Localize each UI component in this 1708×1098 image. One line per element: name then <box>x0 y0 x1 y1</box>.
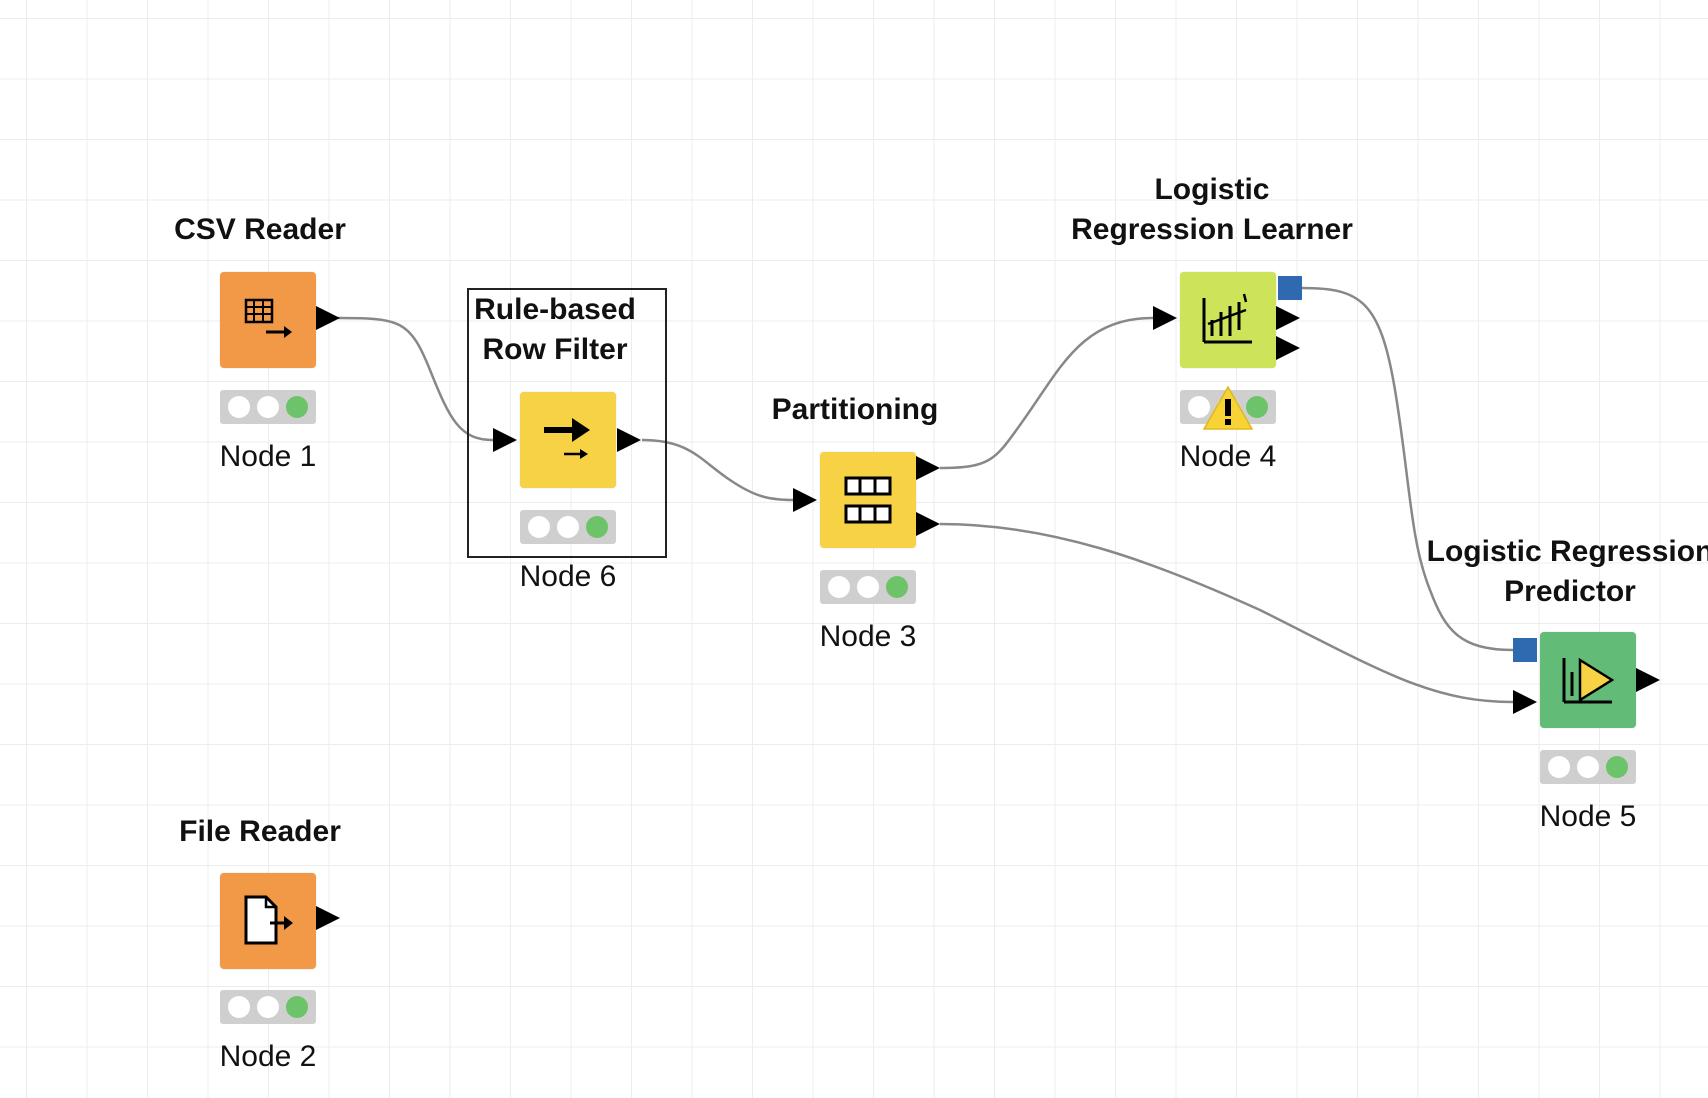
input-port[interactable] <box>1153 306 1177 330</box>
connection-node3-node5[interactable] <box>939 522 1514 704</box>
warning-icon[interactable] <box>1202 384 1254 432</box>
node-title-line: Row Filter <box>482 333 628 366</box>
input-port[interactable] <box>793 488 817 512</box>
node-title: Partitioning <box>772 390 939 430</box>
partition-grid-icon <box>844 476 892 524</box>
light-off <box>228 996 250 1018</box>
model-output-port[interactable] <box>1278 276 1302 300</box>
lr-predictor-box[interactable] <box>1540 632 1636 728</box>
node-title: CSV Reader <box>174 210 346 250</box>
light-off <box>228 396 250 418</box>
rule-filter-box[interactable] <box>520 392 616 488</box>
light-green <box>1246 396 1268 418</box>
data-input-port[interactable] <box>1513 690 1537 714</box>
light-green <box>286 396 308 418</box>
output-port-statistics[interactable] <box>1276 336 1300 360</box>
output-port-bottom[interactable] <box>916 512 940 536</box>
connection-node6-node3[interactable] <box>641 438 794 502</box>
output-port[interactable] <box>617 428 641 452</box>
light-off <box>257 396 279 418</box>
node-label[interactable]: Node 4 <box>1179 440 1277 473</box>
input-port[interactable] <box>493 428 517 452</box>
status-traffic-light <box>820 570 916 604</box>
learner-chart-icon <box>1202 293 1252 344</box>
output-port[interactable] <box>316 306 340 330</box>
light-green <box>286 996 308 1018</box>
light-off <box>1577 756 1599 778</box>
light-green <box>586 516 608 538</box>
light-off <box>528 516 550 538</box>
node-title-line: Logistic <box>1154 173 1270 206</box>
table-arrow-icon <box>244 298 292 338</box>
light-off <box>557 516 579 538</box>
light-off <box>1188 396 1210 418</box>
connection-node4-node5-model[interactable] <box>1301 286 1514 652</box>
output-port-coefficients[interactable] <box>1276 306 1300 330</box>
node-title: Rule-based Row Filter <box>474 290 636 370</box>
csv-reader-box[interactable] <box>220 272 316 368</box>
status-traffic-light <box>520 510 616 544</box>
node-title: Logistic Regression Predictor <box>1427 532 1708 612</box>
output-port[interactable] <box>1636 668 1660 692</box>
node-title-line: File Reader <box>179 815 341 848</box>
node-title-line: Rule-based <box>474 293 636 326</box>
connection-node3-node4[interactable] <box>939 316 1154 470</box>
node-title-line: Partitioning <box>771 393 939 426</box>
light-off <box>1548 756 1570 778</box>
node-title-line: Predictor <box>1504 575 1636 608</box>
node-title-line: Logistic Regression <box>1426 535 1708 568</box>
output-port-top[interactable] <box>916 456 940 480</box>
node-title-line: CSV Reader <box>174 213 346 246</box>
status-traffic-light <box>1540 750 1636 784</box>
status-traffic-light <box>220 390 316 424</box>
node-label[interactable]: Node 5 <box>1539 800 1637 833</box>
node-label[interactable]: Node 6 <box>519 560 617 593</box>
light-off <box>257 996 279 1018</box>
selection-frame <box>467 288 667 558</box>
partitioning-box[interactable] <box>820 452 916 548</box>
file-reader-box[interactable] <box>220 873 316 969</box>
node-label[interactable]: Node 1 <box>219 440 317 473</box>
filter-arrow-icon <box>544 418 590 459</box>
model-input-port[interactable] <box>1513 638 1537 662</box>
light-off <box>857 576 879 598</box>
node-title: File Reader <box>179 812 341 852</box>
light-green <box>1606 756 1628 778</box>
node-label[interactable]: Node 3 <box>819 620 917 653</box>
file-arrow-icon <box>244 895 293 945</box>
node-label[interactable]: Node 2 <box>219 1040 317 1073</box>
light-off <box>828 576 850 598</box>
node-title-line: Regression Learner <box>1071 213 1353 246</box>
status-traffic-light <box>220 990 316 1024</box>
output-port[interactable] <box>316 906 340 930</box>
light-green <box>886 576 908 598</box>
lr-learner-box[interactable] <box>1180 272 1276 368</box>
predictor-play-icon <box>1562 657 1615 704</box>
node-title: Logistic Regression Learner <box>1071 170 1353 250</box>
